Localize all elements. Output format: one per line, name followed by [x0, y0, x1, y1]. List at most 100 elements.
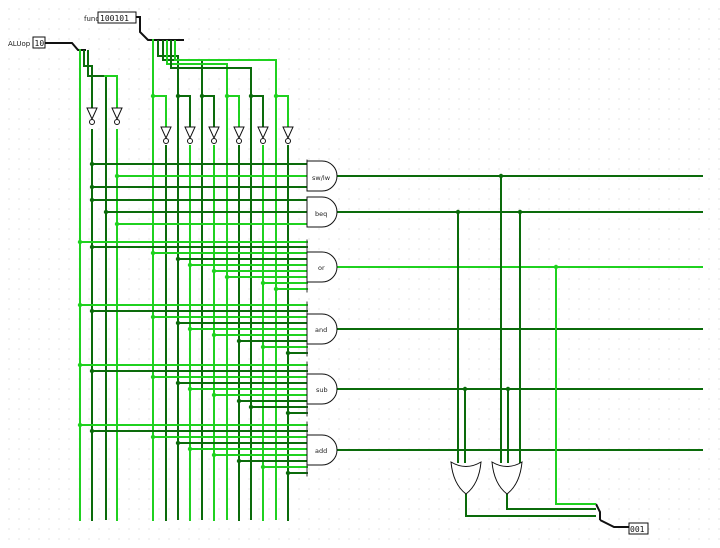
junction-36 [236, 398, 242, 404]
junction-50 [517, 209, 523, 215]
alu-control-output: 001 [628, 522, 649, 535]
wire-21 [276, 95, 289, 127]
junction-18 [224, 274, 230, 280]
wire-7 [87, 50, 107, 520]
junction-40 [89, 428, 95, 434]
wire-18 [202, 95, 215, 127]
gate-label-beq: beq [315, 210, 327, 218]
junction-3 [224, 93, 230, 99]
junction-44 [211, 452, 217, 458]
junction-21 [77, 302, 83, 308]
junction-27 [236, 338, 242, 344]
wire-89 [555, 267, 596, 505]
gate-label-sub: sub [316, 386, 328, 394]
junction-35 [211, 392, 217, 398]
junction-5 [273, 93, 279, 99]
junction-16 [187, 262, 193, 268]
wire-1 [136, 16, 184, 41]
wire-13 [166, 40, 228, 520]
junction-22 [89, 308, 95, 314]
junction-2 [199, 93, 205, 99]
junction-31 [89, 368, 95, 374]
gate-label-and: and [315, 326, 327, 334]
aluop-input[interactable]: ALUop 10 [8, 36, 46, 49]
wire-16 [153, 95, 167, 127]
not-gate-func1 [184, 126, 196, 144]
junction-53 [505, 386, 511, 392]
func-label: func [84, 15, 99, 23]
junction-33 [175, 380, 181, 386]
aluop-label: ALUop [8, 40, 31, 48]
junction-19 [260, 280, 266, 286]
junction-8 [89, 184, 95, 190]
junction-37 [248, 404, 254, 410]
junction-17 [211, 268, 217, 274]
junction-45 [236, 458, 242, 464]
junction-14 [150, 250, 156, 256]
junction-13 [89, 244, 95, 250]
junction-28 [260, 344, 266, 350]
gate-layer [86, 107, 523, 495]
func-pin-box[interactable] [97, 11, 137, 24]
junction-42 [175, 440, 181, 446]
wire-2 [595, 503, 601, 520]
junction-49 [455, 209, 461, 215]
junction-34 [187, 386, 193, 392]
and-gate-and [306, 313, 338, 345]
junction-39 [77, 422, 83, 428]
func-pin-value: 100101 [100, 14, 129, 23]
junction-26 [211, 332, 217, 338]
gate-label-swlw: sw/lw [312, 174, 331, 182]
junction-38 [285, 410, 291, 416]
junction-47 [285, 470, 291, 476]
not-gate-func5 [282, 126, 294, 144]
wire-11 [157, 40, 179, 520]
junction-7 [114, 173, 120, 179]
wire-layer [45, 16, 703, 528]
wire-87 [465, 494, 596, 517]
wire-14 [170, 40, 252, 520]
not-gate-func0 [160, 126, 172, 144]
junction-10 [103, 209, 109, 215]
wire-88 [506, 494, 596, 510]
and-gate-add [306, 434, 338, 466]
and-gate-sub [306, 373, 338, 405]
wire-0 [45, 42, 86, 51]
junction-12 [77, 239, 83, 245]
junction-layer [77, 93, 559, 476]
junction-9 [89, 197, 95, 203]
func-input[interactable]: func 100101 [84, 11, 137, 24]
junction-51 [553, 264, 559, 270]
not-gate-aluop1 [111, 107, 123, 125]
wire-8 [104, 75, 118, 108]
junction-48 [498, 173, 504, 179]
aluop-pin-box[interactable] [32, 36, 46, 49]
not-gate-func4 [257, 126, 269, 144]
junction-1 [175, 93, 181, 99]
junction-15 [175, 256, 181, 262]
wire-17 [178, 95, 191, 127]
gate-label-add: add [315, 447, 327, 455]
not-gate-func2 [208, 126, 220, 144]
and-gate-beq [306, 196, 338, 228]
wire-3 [599, 519, 629, 528]
junction-52 [462, 386, 468, 392]
junction-41 [150, 434, 156, 440]
junction-0 [150, 93, 156, 99]
not-gate-func3 [233, 126, 245, 144]
junction-29 [285, 350, 291, 356]
output-pin-box [628, 522, 649, 535]
or-gate-bit1 [450, 461, 482, 495]
junction-11 [114, 221, 120, 227]
junction-4 [248, 93, 254, 99]
aluop-pin-value: 10 [35, 39, 45, 48]
junction-6 [89, 161, 95, 167]
gate-label-or: or [318, 264, 325, 272]
and-gate-swlw [306, 160, 338, 192]
output-pin-value: 001 [630, 525, 645, 534]
junction-25 [187, 326, 193, 332]
not-gate-aluop0 [86, 107, 98, 125]
junction-46 [260, 464, 266, 470]
junction-23 [150, 314, 156, 320]
